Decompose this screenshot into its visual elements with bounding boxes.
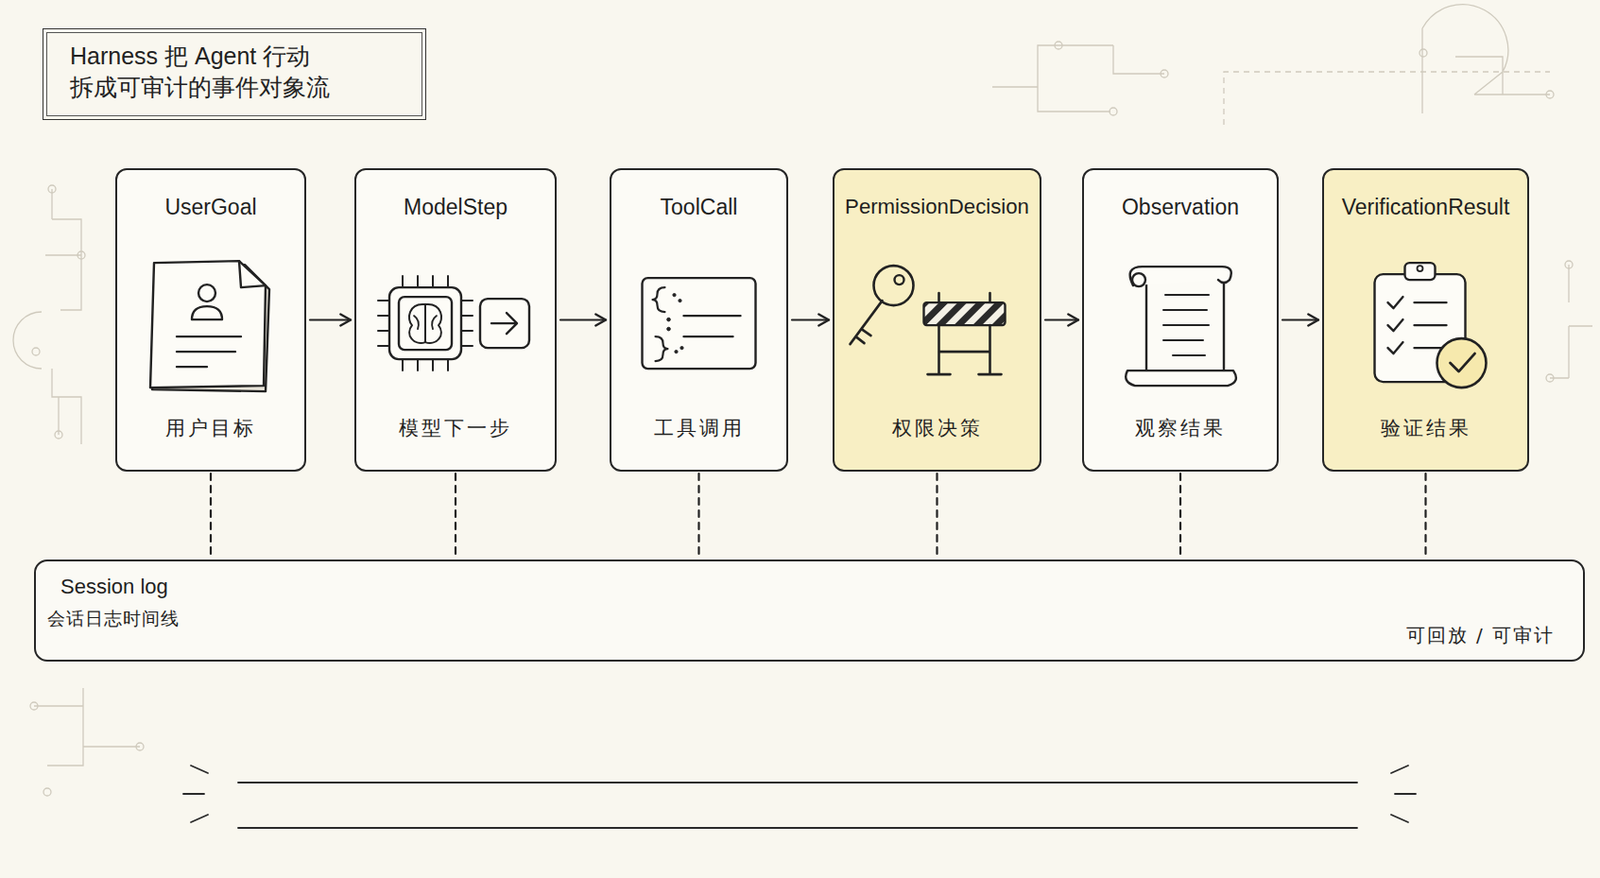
flow-arrow xyxy=(560,318,606,321)
band-heading: Session log xyxy=(60,574,180,600)
icon-stroke xyxy=(680,346,684,350)
event-box: ModelStep 模型下一步 xyxy=(354,168,557,472)
circuit-traces xyxy=(13,4,1593,796)
icon-stroke xyxy=(924,302,1006,326)
icon-stroke xyxy=(378,275,473,371)
icon-stroke xyxy=(850,300,883,345)
icon-group xyxy=(642,277,757,369)
icon-stroke xyxy=(198,284,216,302)
icon-stroke xyxy=(1146,277,1224,371)
flow-arrow xyxy=(1282,318,1319,321)
log-leader-line xyxy=(1179,473,1182,559)
event-chinese-label: 验证结果 xyxy=(1380,414,1472,442)
event-box: UserGoal 用户目标 xyxy=(115,168,307,472)
icon-stroke xyxy=(150,260,266,388)
icon-group xyxy=(150,260,270,392)
icon-stroke xyxy=(239,260,266,288)
icon-stroke xyxy=(389,287,462,360)
icon-stroke xyxy=(1388,342,1404,354)
icon-stroke xyxy=(1132,273,1146,287)
icon-stroke xyxy=(674,350,678,354)
event-box: VerificationResult 验证结果 xyxy=(1322,168,1530,472)
event-type-name: VerificationResult xyxy=(1341,194,1511,221)
icon-stroke xyxy=(653,287,666,312)
log-leader-line xyxy=(209,473,212,559)
event-chinese-label: 权限决策 xyxy=(892,414,983,442)
event-chinese-label: 观察结果 xyxy=(1135,414,1226,442)
icon-stroke xyxy=(678,299,682,303)
band-note: 可回放 / 可审计 xyxy=(1406,622,1555,649)
icon-stroke xyxy=(667,317,671,322)
icon-stroke xyxy=(1414,324,1447,327)
icon-stroke xyxy=(894,275,905,285)
icon-stroke xyxy=(413,304,437,343)
flow-arrow xyxy=(791,318,829,321)
icon-stroke xyxy=(1388,296,1404,309)
icon-stroke xyxy=(425,304,442,344)
diagram-title: Harness 把 Agent 行动 拆成可审计的事件对象流 xyxy=(69,40,399,103)
icon-stroke xyxy=(378,275,473,371)
icon-stroke xyxy=(191,306,223,320)
icon-stroke xyxy=(1405,262,1436,280)
icon-stroke xyxy=(928,325,1002,375)
icon-group xyxy=(1375,262,1487,388)
band-subtitle: 会话日志时间线 xyxy=(47,606,180,632)
event-box: ToolCall 工具调用 xyxy=(609,168,789,472)
event-type-name: UserGoal xyxy=(164,194,257,221)
flow-arrow xyxy=(1045,318,1079,321)
icon-stroke xyxy=(1437,338,1487,388)
icon-stroke xyxy=(1414,301,1447,304)
icon-stroke xyxy=(655,336,669,362)
footer-rules xyxy=(183,765,1416,828)
icon-group xyxy=(850,265,1006,375)
band-label-group: Session log 会话日志时间线 xyxy=(47,574,180,649)
event-box: PermissionDecision 权限决策 xyxy=(832,168,1042,472)
icon-stroke xyxy=(1163,294,1209,356)
icon-stroke xyxy=(672,293,676,297)
icon-stroke xyxy=(684,315,741,337)
icon-stroke xyxy=(1130,266,1232,286)
event-type-name: Observation xyxy=(1121,194,1239,221)
event-chinese-label: 模型下一步 xyxy=(398,414,513,442)
icon-stroke xyxy=(1417,265,1424,272)
icon-stroke xyxy=(491,312,517,334)
icon-stroke xyxy=(1450,353,1476,372)
event-type-name: PermissionDecision xyxy=(844,194,1030,220)
flow-arrow xyxy=(309,318,351,321)
icon-group xyxy=(378,275,530,371)
icon-stroke xyxy=(409,304,426,344)
icon-stroke xyxy=(1388,319,1404,331)
icon-stroke xyxy=(378,275,473,371)
log-leader-line xyxy=(1424,473,1427,559)
icon-stroke xyxy=(667,326,671,331)
event-type-name: ToolCall xyxy=(660,194,739,221)
icon-group xyxy=(1125,266,1237,386)
event-chinese-label: 工具调用 xyxy=(653,414,745,442)
icon-stroke xyxy=(480,298,530,348)
event-box: Observation 观察结果 xyxy=(1082,168,1279,472)
icon-stroke xyxy=(398,296,452,350)
icon-stroke xyxy=(874,265,914,306)
log-leader-line xyxy=(935,473,938,559)
icon-stroke xyxy=(378,275,473,371)
log-leader-line xyxy=(454,473,457,559)
event-chinese-label: 用户目标 xyxy=(165,414,257,442)
log-leader-line xyxy=(697,473,700,559)
icon-stroke xyxy=(1125,370,1237,386)
title-box: Harness 把 Agent 行动 拆成可审计的事件对象流 xyxy=(42,28,427,121)
icon-stroke xyxy=(642,277,757,369)
event-type-name: ModelStep xyxy=(403,194,508,221)
session-log-band: Session log 会话日志时间线可回放 / 可审计 xyxy=(34,559,1585,662)
icon-stroke xyxy=(176,336,241,367)
